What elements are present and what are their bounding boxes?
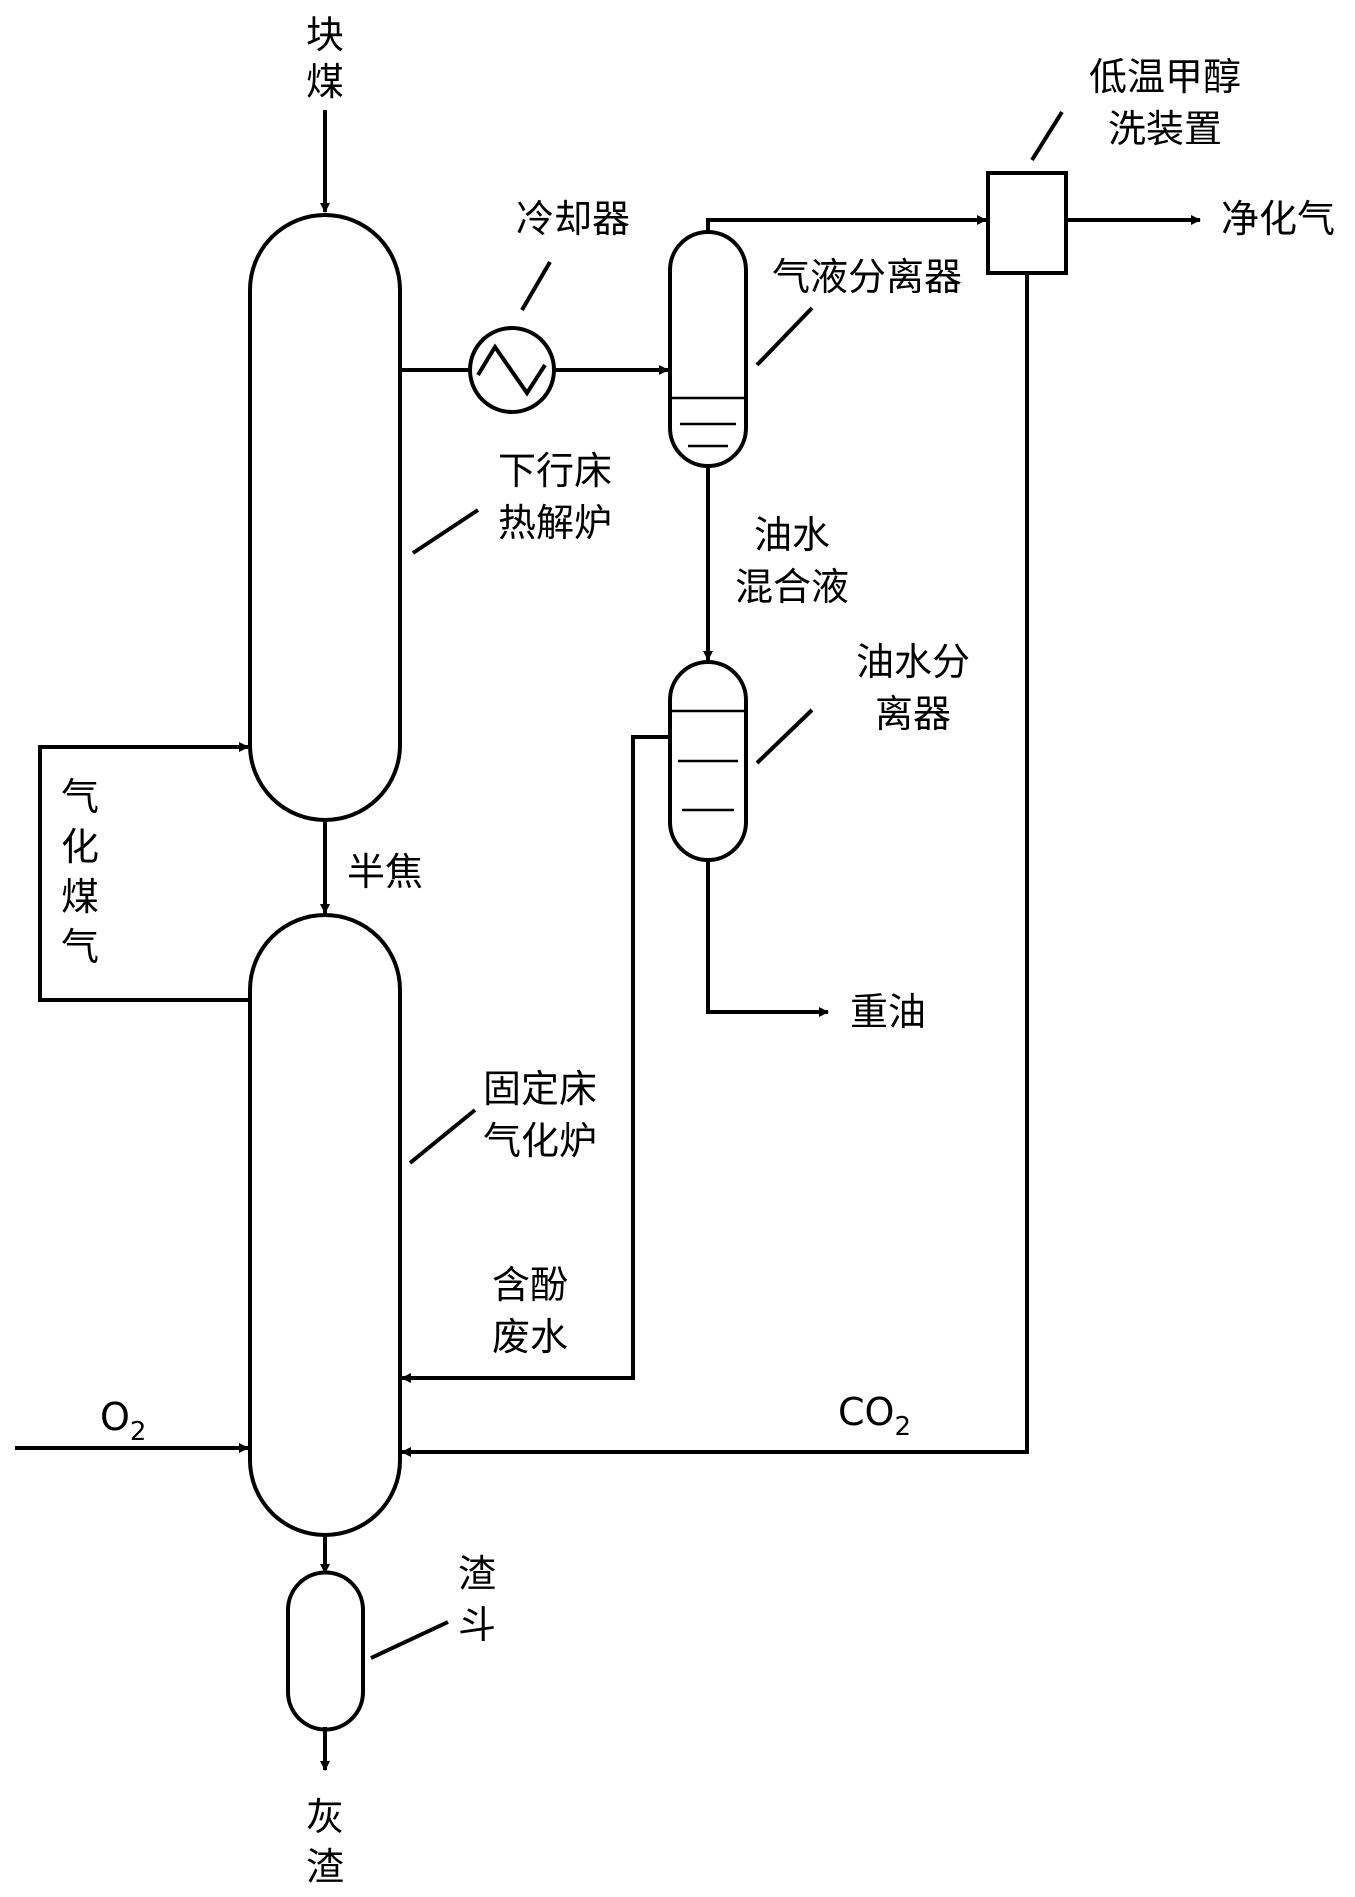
separator-overhead-line <box>706 215 987 232</box>
lump-coal-label: 块 <box>306 13 344 57</box>
pyrolyzer-leader-line <box>411 508 480 555</box>
oil-water-separator-label: 离器 <box>875 692 951 736</box>
gas-liquid-separator-vessel <box>668 230 748 468</box>
rectisol-unit-box <box>986 171 1068 275</box>
rectisol-label: 低温甲醇 <box>1089 55 1241 99</box>
pyrolyzer-label: 下行床 <box>498 449 612 493</box>
slag-hopper-label: 渣 <box>458 1552 496 1596</box>
semi-coke-label: 半焦 <box>347 850 423 894</box>
heavy-oil-line <box>706 860 829 1017</box>
slag-hopper-label: 斗 <box>458 1603 496 1647</box>
gasification-gas-label: 气 <box>61 775 99 819</box>
ash-label: 渣 <box>306 1845 344 1889</box>
lump-coal-label: 煤 <box>306 60 344 104</box>
rectisol-label: 洗装置 <box>1108 107 1222 151</box>
slag-hopper-leader-line <box>370 1620 449 1660</box>
gasification-gas-label: 气 <box>61 925 99 969</box>
ash-label: 灰 <box>306 1795 344 1839</box>
cooler-coil <box>476 343 547 397</box>
slag-hopper-vessel <box>286 1570 365 1732</box>
fixed-bed-gasifier-vessel <box>248 913 402 1537</box>
gas-liquid-separator-label: 气液分离器 <box>772 255 962 299</box>
gasification-gas-line <box>38 742 250 1002</box>
cooler-label: 冷却器 <box>516 197 630 241</box>
phenolic-wastewater-label: 废水 <box>492 1315 568 1359</box>
oxygen-symbol: O <box>100 1395 130 1439</box>
co2-label: CO2 <box>838 1390 911 1442</box>
co2-return-line <box>401 273 1029 1457</box>
gasifier-leader-line <box>408 1108 477 1165</box>
gasification-gas-label: 煤 <box>61 875 99 919</box>
gasifier-label: 固定床 <box>483 1067 597 1111</box>
rectisol-leader-line <box>1030 110 1064 162</box>
downer-pyrolyzer-vessel <box>248 213 402 822</box>
oil-water-separator-leader-line <box>755 708 814 765</box>
co2-symbol: CO <box>838 1390 894 1434</box>
oxygen-label: O2 <box>100 1395 146 1447</box>
gas-liquid-separator-leader-line <box>755 306 814 367</box>
phenolic-wastewater-line <box>401 735 670 1383</box>
heavy-oil-label: 重油 <box>850 990 926 1034</box>
phenolic-wastewater-label: 含酚 <box>492 1263 568 1307</box>
purified-gas-label: 净化气 <box>1221 197 1335 241</box>
gasifier-label: 气化炉 <box>483 1119 597 1163</box>
gasification-gas-label: 化 <box>61 825 99 869</box>
oil-water-mixture-label: 混合液 <box>735 565 849 609</box>
oil-water-separator-label: 油水分 <box>856 640 970 684</box>
cooler-leader-line <box>520 260 552 312</box>
co2-subscript: 2 <box>894 1412 911 1442</box>
oil-water-mixture-label: 油水 <box>754 513 830 557</box>
pyrolyzer-label: 热解炉 <box>498 501 612 545</box>
oxygen-subscript: 2 <box>130 1417 147 1447</box>
